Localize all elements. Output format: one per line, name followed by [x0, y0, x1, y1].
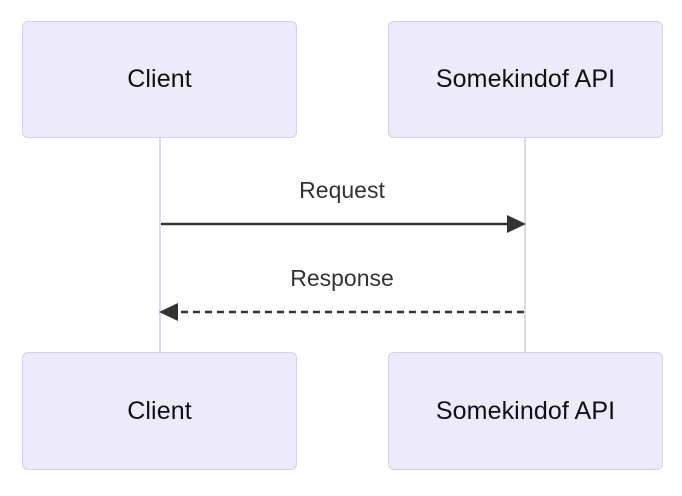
participant-box-api-bottom[interactable]: Somekindof API: [388, 352, 663, 470]
participant-box-client-bottom[interactable]: Client: [22, 352, 297, 470]
message-response: [159, 303, 524, 321]
message-label-response: Response: [290, 265, 394, 291]
message-request: [161, 215, 526, 233]
response-arrowhead-icon: [159, 303, 178, 321]
participant-label-client-bottom: Client: [127, 396, 192, 425]
participant-label-client-top: Client: [127, 65, 192, 93]
lifeline-client: [159, 138, 161, 352]
participant-box-client-top[interactable]: Client: [22, 21, 297, 138]
message-label-request: Request: [299, 177, 385, 203]
participant-label-api-bottom: Somekindof API: [435, 396, 616, 425]
lifeline-api: [524, 138, 526, 352]
participant-label-api-top: Somekindof API: [435, 65, 616, 93]
participant-box-api-top[interactable]: Somekindof API: [388, 21, 663, 138]
